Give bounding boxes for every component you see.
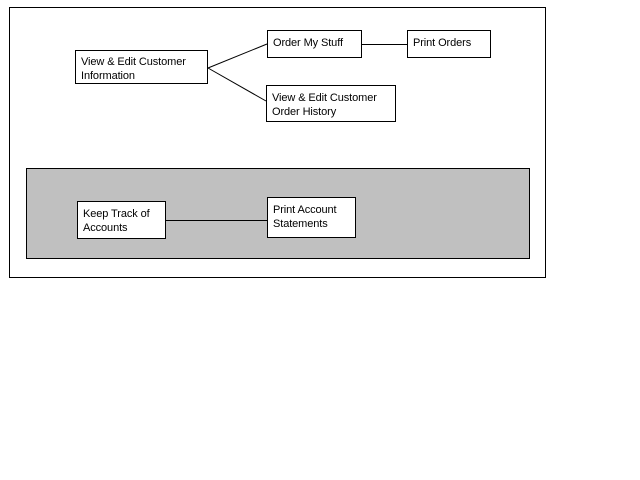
node-view-edit-customer-information[interactable]: View & Edit Customer Information [75,50,208,84]
node-print-account-statements[interactable]: Print Account Statements [267,197,356,238]
node-print-orders[interactable]: Print Orders [407,30,491,58]
node-keep-track-of-accounts[interactable]: Keep Track of Accounts [77,201,166,239]
node-order-my-stuff[interactable]: Order My Stuff [267,30,362,58]
node-view-edit-customer-order-history[interactable]: View & Edit Customer Order History [266,85,396,122]
